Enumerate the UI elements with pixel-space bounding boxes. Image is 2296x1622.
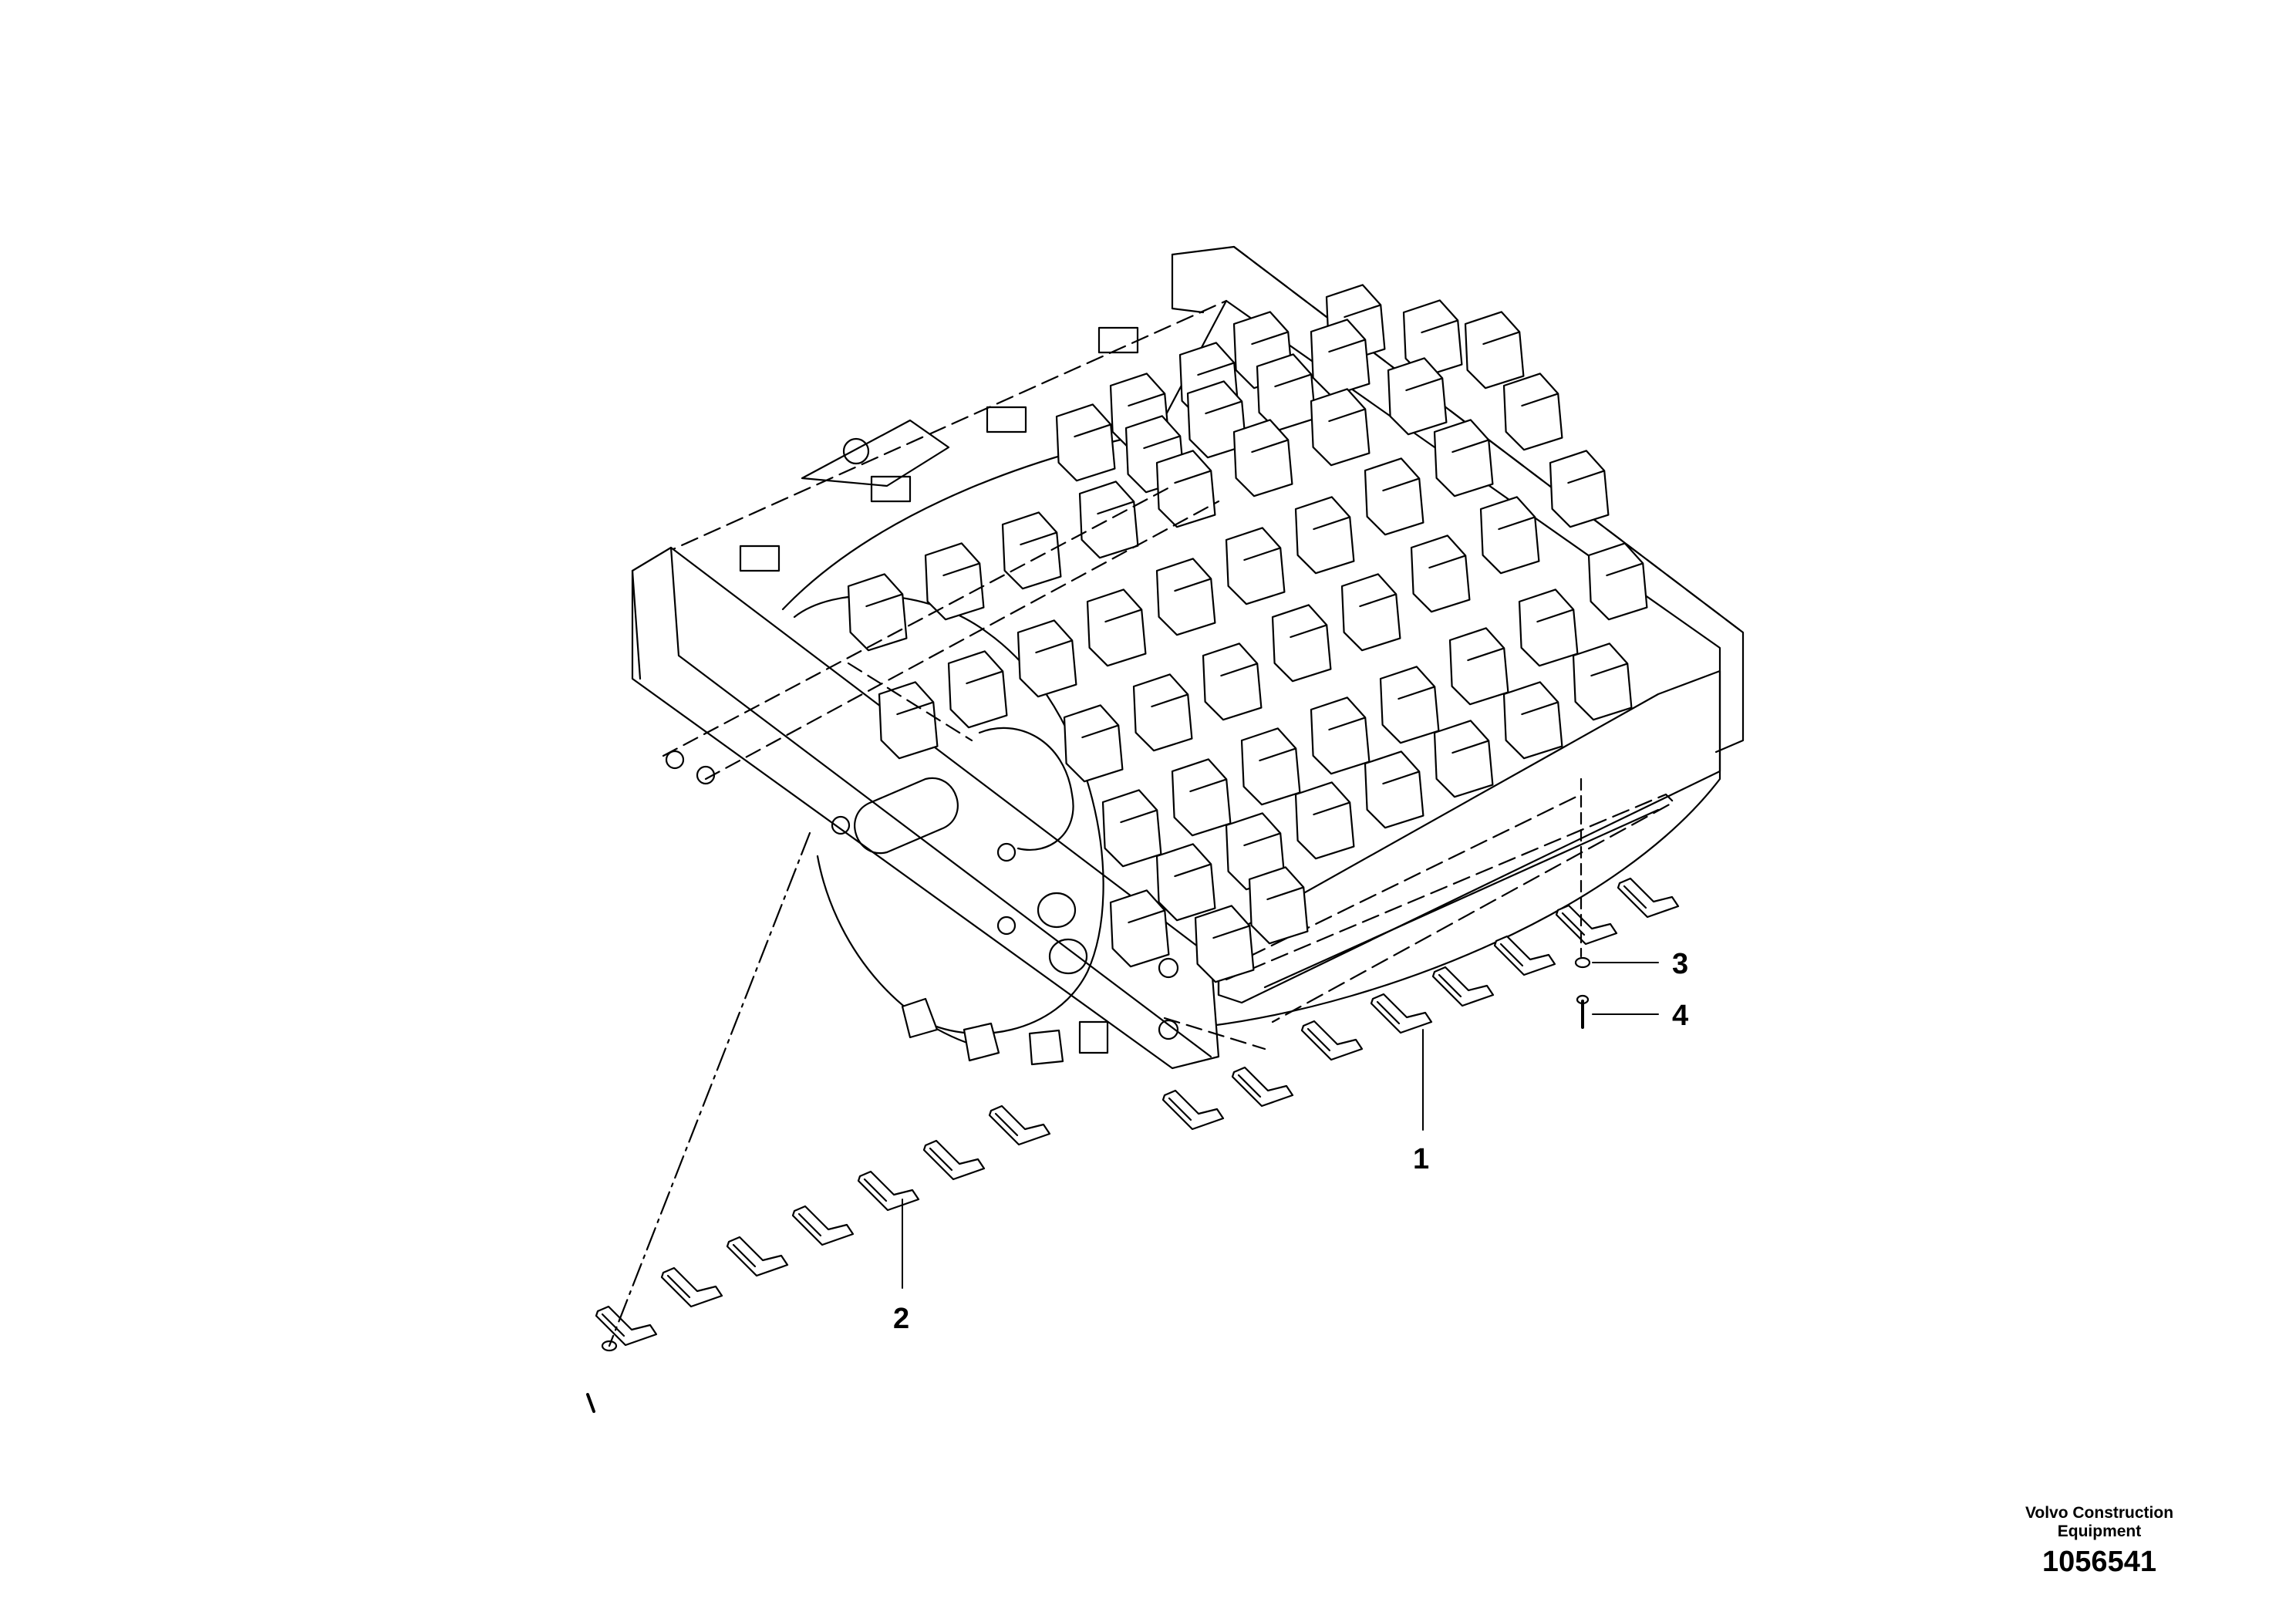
scraper-blade <box>1161 1089 1225 1131</box>
drum-pad <box>1464 311 1525 389</box>
drum-pad <box>1256 353 1317 432</box>
callout-1: 1 <box>1413 1143 1429 1175</box>
bolt-part <box>1576 994 1590 1029</box>
drum-pad <box>1479 496 1540 575</box>
drum-pad <box>1549 450 1610 528</box>
scraper-blade <box>595 1305 658 1347</box>
drum-pad <box>1294 496 1355 575</box>
drum-pad <box>924 542 985 621</box>
drum-pad <box>1101 789 1162 868</box>
brand-name-line-2: Equipment <box>2057 1523 2142 1540</box>
drum-pad <box>947 650 1008 729</box>
drum-pad <box>1171 758 1232 837</box>
drawing-number: 1056541 <box>2042 1546 2156 1578</box>
scraper-blade <box>1493 935 1556 976</box>
scraper-blades-row-2 <box>595 1104 1051 1347</box>
drum-pad <box>1132 673 1193 752</box>
brand-block: Volvo Construction Equipment 1056541 <box>1984 1504 2215 1579</box>
drum-pad <box>1155 558 1216 636</box>
drum-pad <box>1202 642 1263 721</box>
drum-pad <box>1294 781 1355 860</box>
drum-pad <box>1271 604 1332 683</box>
scraper-blades-row-1 <box>1161 877 1680 1131</box>
drum-pad <box>1310 388 1371 467</box>
scraper-blade <box>1617 877 1680 919</box>
callout-leaders <box>902 962 1659 1289</box>
drum-pad <box>1086 588 1147 667</box>
scraper-blade <box>791 1205 855 1246</box>
scraper-blade <box>1431 966 1495 1007</box>
left-bolt-washer <box>586 831 811 1413</box>
drum-pad <box>847 573 908 652</box>
rubber-dampers <box>739 326 1139 572</box>
drum-pad <box>1063 704 1124 783</box>
drum-pad <box>1402 299 1463 378</box>
scraper-blade <box>1370 993 1433 1034</box>
drum-pad <box>878 681 939 760</box>
callout-2: 2 <box>893 1303 909 1335</box>
drum-pad <box>1001 511 1062 590</box>
front-side-plate <box>631 546 1220 1070</box>
drum-pad <box>1155 450 1216 528</box>
scraper-blade <box>1300 1020 1364 1061</box>
scraper-blade <box>1555 904 1618 946</box>
drum-pad <box>1433 720 1494 798</box>
drum-pads <box>847 284 1648 983</box>
drum-pad <box>1078 481 1139 559</box>
callout-3: 3 <box>1672 948 1688 980</box>
drum-pad <box>1055 403 1116 482</box>
scraper-blade <box>1231 1066 1294 1108</box>
scraper-blade <box>988 1104 1051 1146</box>
drum-pad <box>1109 889 1170 968</box>
brand-name-line-1: Volvo Construction <box>2025 1504 2174 1522</box>
drum-pad <box>1572 642 1633 721</box>
drum-pad <box>1433 419 1494 497</box>
drum-pad <box>1017 619 1077 698</box>
drum-pad <box>1225 812 1286 891</box>
drum-pad <box>1340 573 1401 652</box>
drum-pad <box>1232 419 1293 497</box>
drum-pad <box>1387 357 1448 436</box>
drum-pad <box>1310 319 1371 397</box>
drum-pad <box>1448 627 1509 706</box>
drum-dashed-guides <box>662 484 1266 1050</box>
drum-pad <box>1155 843 1216 922</box>
washer-part <box>1574 777 1591 969</box>
drum-pad <box>1587 542 1648 621</box>
drum-pad <box>1502 681 1563 760</box>
drum-pad <box>1518 588 1579 667</box>
drum-pad <box>1240 727 1301 806</box>
scraper-blade <box>922 1139 986 1181</box>
drum-pad <box>1310 696 1371 775</box>
padfoot-drum <box>658 245 1745 1027</box>
drum-pad <box>1379 666 1440 744</box>
scraper-blade <box>726 1236 789 1277</box>
drum-pad <box>1194 905 1255 983</box>
drum-pad <box>1248 866 1309 945</box>
drum-pad <box>1364 457 1424 536</box>
drum-pad <box>1410 534 1471 613</box>
drum-pad <box>1364 750 1424 829</box>
lower-drum-teeth <box>901 997 1109 1066</box>
drum-pad <box>1225 527 1286 605</box>
drum-pad <box>1502 373 1563 451</box>
scraper-blade <box>857 1170 920 1212</box>
scraper-blade <box>660 1266 723 1308</box>
callout-4: 4 <box>1672 1000 1688 1032</box>
